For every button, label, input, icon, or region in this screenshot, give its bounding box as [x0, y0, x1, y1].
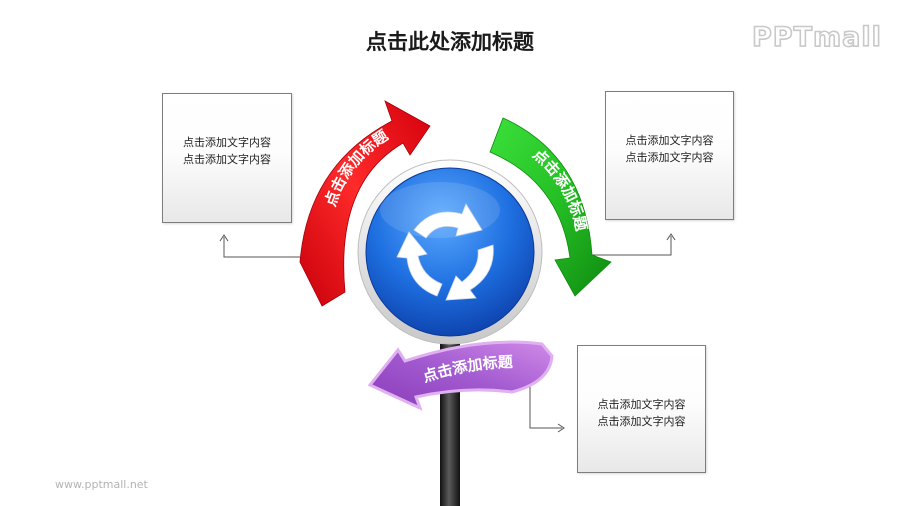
roundabout-icon	[396, 203, 494, 301]
text-box-1-line-2: 点击添加文字内容	[183, 153, 271, 166]
pptmall-logo: PPTmall	[751, 21, 882, 54]
text-box-2-line-2: 点击添加文字内容	[625, 151, 714, 164]
connector-1	[219, 234, 300, 258]
text-box-3-line-1: 点击添加文字内容	[597, 398, 686, 411]
text-box-2[interactable]: 点击添加文字内容 点击添加文字内容	[605, 91, 734, 220]
roundabout-sign	[357, 159, 543, 345]
connector-3	[512, 384, 565, 433]
page-title: 点击此处添加标题	[366, 30, 534, 54]
text-box-3-line-2: 点击添加文字内容	[597, 415, 686, 428]
text-box-3[interactable]: 点击添加文字内容 点击添加文字内容	[577, 345, 706, 473]
text-box-2-line-1: 点击添加文字内容	[625, 134, 714, 147]
connector-2	[588, 233, 676, 256]
footer-url: www.pptmall.net	[55, 478, 148, 491]
purple-arrow[interactable]: 点击添加标题	[367, 340, 554, 411]
text-box-1-line-1: 点击添加文字内容	[183, 136, 271, 149]
text-box-1[interactable]: 点击添加文字内容 点击添加文字内容	[162, 93, 292, 223]
